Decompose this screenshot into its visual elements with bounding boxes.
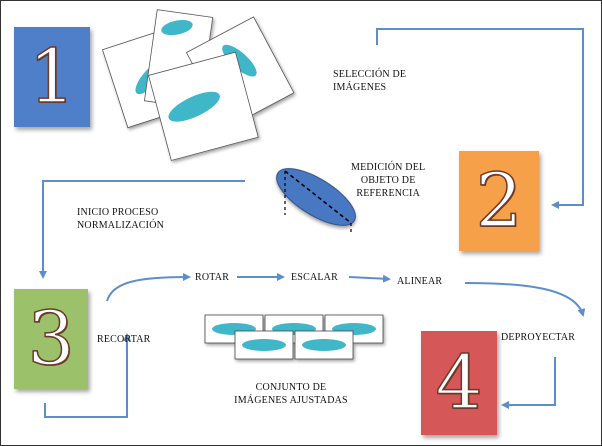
- arrow-deproyectar-to-4: [501, 357, 556, 409]
- arrow-alinear-to-deproyectar: [464, 282, 586, 317]
- label-recortar: RECORTAR: [97, 334, 151, 345]
- step-1-box: 1: [14, 27, 90, 127]
- label-deproyectar: DEPROYECTAR: [501, 332, 576, 343]
- label-inicio-proceso: INICIO PROCESO NORMALIZACIÓN: [77, 207, 165, 231]
- flow-arrows: [39, 28, 586, 418]
- label-alinear: ALINEAR: [397, 276, 443, 287]
- step-2-number: 2: [475, 158, 524, 244]
- label-medicion: MEDICIÓN DEL OBJETO DE REFERENCIA: [351, 162, 426, 199]
- label-rotar: ROTAR: [195, 272, 230, 283]
- arrow-escalar-to-alinear: [348, 274, 391, 283]
- arrow-seleccion-to-2: [376, 28, 584, 209]
- label-seleccion: SELECCIÓN DE IMÁGENES: [333, 69, 407, 93]
- photo-stack: [101, 9, 295, 161]
- step-4-number: 4: [435, 340, 484, 426]
- arrow-3-to-recortar: [44, 333, 131, 418]
- arrow-medicion-to-3: [39, 180, 245, 279]
- label-escalar: ESCALAR: [291, 272, 338, 283]
- adjusted-images: [204, 314, 384, 360]
- photo-card: [148, 51, 259, 161]
- step-3-box: 3: [14, 289, 88, 389]
- reference-object: [276, 168, 356, 233]
- label-conjunto: CONJUNTO DE IMÁGENES AJUSTADAS: [234, 382, 348, 406]
- arrow-curve-to-rotar: [106, 273, 191, 302]
- step-2-box: 2: [459, 151, 539, 251]
- step-3-number: 3: [27, 296, 76, 382]
- step-1-number: 1: [28, 34, 77, 120]
- step-4-box: 4: [421, 331, 497, 435]
